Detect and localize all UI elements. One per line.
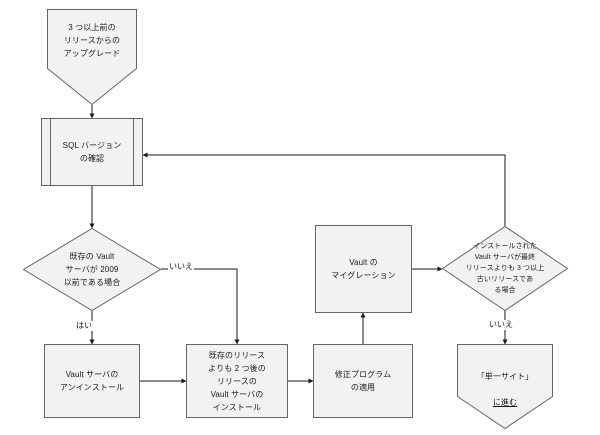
predefined-bar-right xyxy=(133,119,134,185)
node-uninstall-vault[interactable]: Vault サーバの アンインストール xyxy=(44,344,140,418)
node-vault-2009-decision[interactable]: 既存の Vault サーバが 2009 以前である場合 xyxy=(22,227,162,312)
node-goto-single-site-label: 「単一サイト」 に進む xyxy=(474,357,537,409)
edge-decision-yes-loop-to-sql xyxy=(142,152,506,226)
node-install-vault[interactable]: 既存のリリース よりも 2 つ後の リリースの Vault サーバの インストー… xyxy=(186,344,288,418)
edge-label-decision-yes-left: はい xyxy=(75,321,93,331)
node-start-label: 3 つ以上前の リリースからの アップグレード xyxy=(63,23,121,58)
node-sql-check[interactable]: SQL バージョン の確認 xyxy=(41,118,143,186)
node-goto-single-site[interactable]: 「単一サイト」 に進む xyxy=(457,344,553,430)
node-vault-2009-decision-outline xyxy=(22,227,162,312)
node-start-outline xyxy=(47,9,137,106)
node-vault-2009-decision-label: 既存の Vault サーバが 2009 以前である場合 xyxy=(63,252,121,287)
node-three-or-more-decision-outline xyxy=(441,225,569,312)
node-three-or-more-decision[interactable]: インストールされた Vault サーバが最終 リリースよりも 3 つ以上 古いリ… xyxy=(441,225,569,312)
node-goto-single-site-line1: 「単一サイト」 xyxy=(476,372,534,381)
node-start[interactable]: 3 つ以上前の リリースからの アップグレード xyxy=(47,9,137,106)
predefined-bar-left xyxy=(50,119,51,185)
node-apply-hotfix[interactable]: 修正プログラム の適用 xyxy=(313,344,413,418)
node-sql-check-label: SQL バージョン の確認 xyxy=(62,141,122,163)
node-goto-single-site-link[interactable]: に進む xyxy=(492,398,518,407)
node-apply-hotfix-label: 修正プログラム の適用 xyxy=(334,370,392,392)
node-vault-migration[interactable]: Vault の マイグレーション xyxy=(315,225,412,313)
edge-label-decision-no-left: いいえ xyxy=(168,262,194,272)
node-three-or-more-decision-label: インストールされた Vault サーバが最終 リリースよりも 3 つ以上 古いリ… xyxy=(465,243,545,294)
edge-decision-no-to-install xyxy=(161,268,240,345)
node-install-vault-label: 既存のリリース よりも 2 つ後の リリースの Vault サーバの インストー… xyxy=(208,350,266,412)
node-uninstall-vault-label: Vault サーバの アンインストール xyxy=(59,370,125,392)
node-goto-single-site-outline xyxy=(457,344,553,430)
edge-label-decision-no-right: いいえ xyxy=(488,320,514,330)
node-vault-migration-label: Vault の マイグレーション xyxy=(331,258,396,280)
